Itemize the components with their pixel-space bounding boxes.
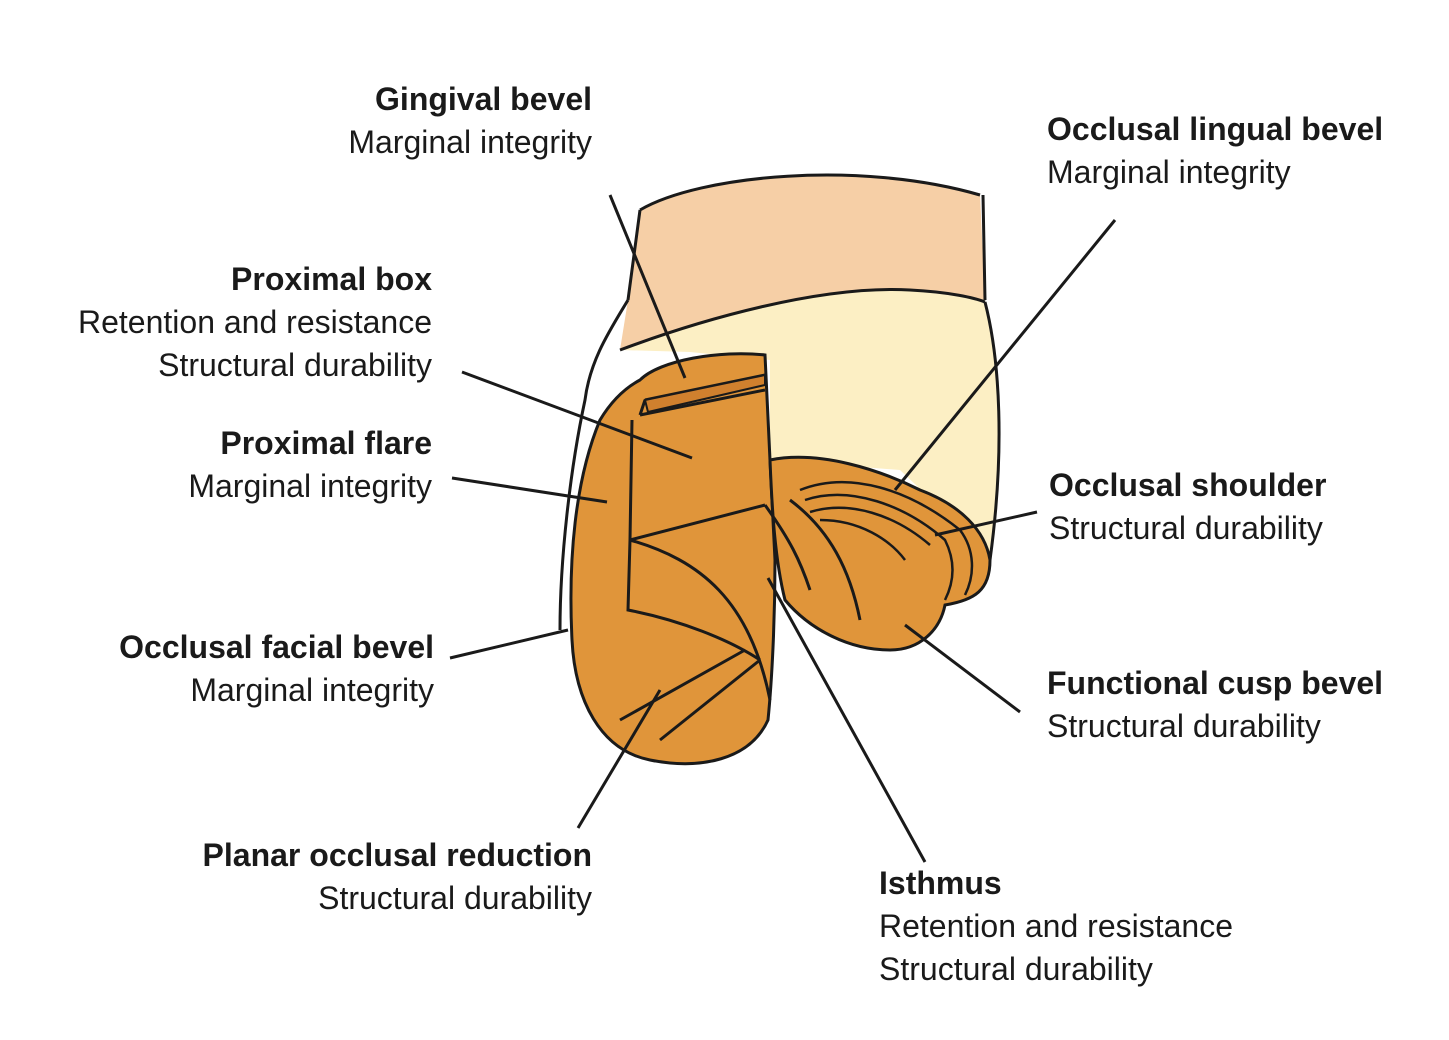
label-proximal-flare: Proximal flare Marginal integrity xyxy=(60,422,432,508)
label-planar-occlusal-reduction: Planar occlusal reduction Structural dur… xyxy=(100,834,592,920)
label-title: Occlusal facial bevel xyxy=(119,629,434,665)
label-occlusal-facial-bevel: Occlusal facial bevel Marginal integrity xyxy=(20,626,434,712)
gingiva-region xyxy=(620,175,985,350)
gingival-bevel-strip xyxy=(643,373,766,414)
label-note: Structural durability xyxy=(1047,708,1321,744)
label-note: Marginal integrity xyxy=(190,672,434,708)
label-title: Planar occlusal reduction xyxy=(202,837,592,873)
label-note: Retention and resistance xyxy=(879,908,1233,944)
leader-planar-occlusal-reduction xyxy=(576,689,662,829)
label-gingival-bevel: Gingival bevel Marginal integrity xyxy=(230,78,592,164)
label-note: Marginal integrity xyxy=(188,468,432,504)
label-note: Marginal integrity xyxy=(348,124,592,160)
label-occlusal-shoulder: Occlusal shoulder Structural durability xyxy=(1049,464,1326,550)
leader-lines xyxy=(449,194,1117,863)
label-proximal-box: Proximal box Retention and resistance St… xyxy=(10,258,432,387)
tooth-left-contour xyxy=(558,299,630,631)
label-title: Gingival bevel xyxy=(375,81,592,117)
label-note: Marginal integrity xyxy=(1047,154,1291,190)
leader-functional-cusp-bevel xyxy=(904,623,1021,714)
label-title: Proximal box xyxy=(231,261,432,297)
prep-main-body xyxy=(569,352,777,766)
label-note: Retention and resistance xyxy=(78,304,432,340)
label-functional-cusp-bevel: Functional cusp bevel Structural durabil… xyxy=(1047,662,1383,748)
label-occlusal-lingual-bevel: Occlusal lingual bevel Marginal integrit… xyxy=(1047,108,1383,194)
leader-gingival-bevel xyxy=(608,194,687,379)
occlusal-shoulder-grooves xyxy=(799,480,974,601)
cemento-enamel-line xyxy=(619,288,986,352)
leader-isthmus xyxy=(766,577,927,863)
label-isthmus: Isthmus Retention and resistance Structu… xyxy=(879,862,1233,991)
label-title: Proximal flare xyxy=(220,425,432,461)
leader-occlusal-lingual-bevel xyxy=(893,219,1117,491)
label-title: Functional cusp bevel xyxy=(1047,665,1384,701)
leader-occlusal-shoulder xyxy=(934,510,1038,537)
leader-proximal-flare xyxy=(451,476,608,504)
tooth-right-contour xyxy=(983,301,1001,561)
tooth-surface xyxy=(620,289,1000,555)
leader-proximal-box xyxy=(461,370,693,460)
label-note: Structural durability xyxy=(318,880,592,916)
leader-occlusal-facial-bevel xyxy=(449,628,569,660)
isthmus-curves xyxy=(619,498,862,742)
label-note: Structural durability xyxy=(158,347,432,383)
label-title: Occlusal shoulder xyxy=(1049,467,1327,503)
label-note: Structural durability xyxy=(1049,510,1323,546)
label-title: Isthmus xyxy=(879,865,1002,901)
prep-right-lobe xyxy=(768,455,992,652)
label-title: Occlusal lingual bevel xyxy=(1047,111,1384,147)
label-note: Structural durability xyxy=(879,951,1153,987)
